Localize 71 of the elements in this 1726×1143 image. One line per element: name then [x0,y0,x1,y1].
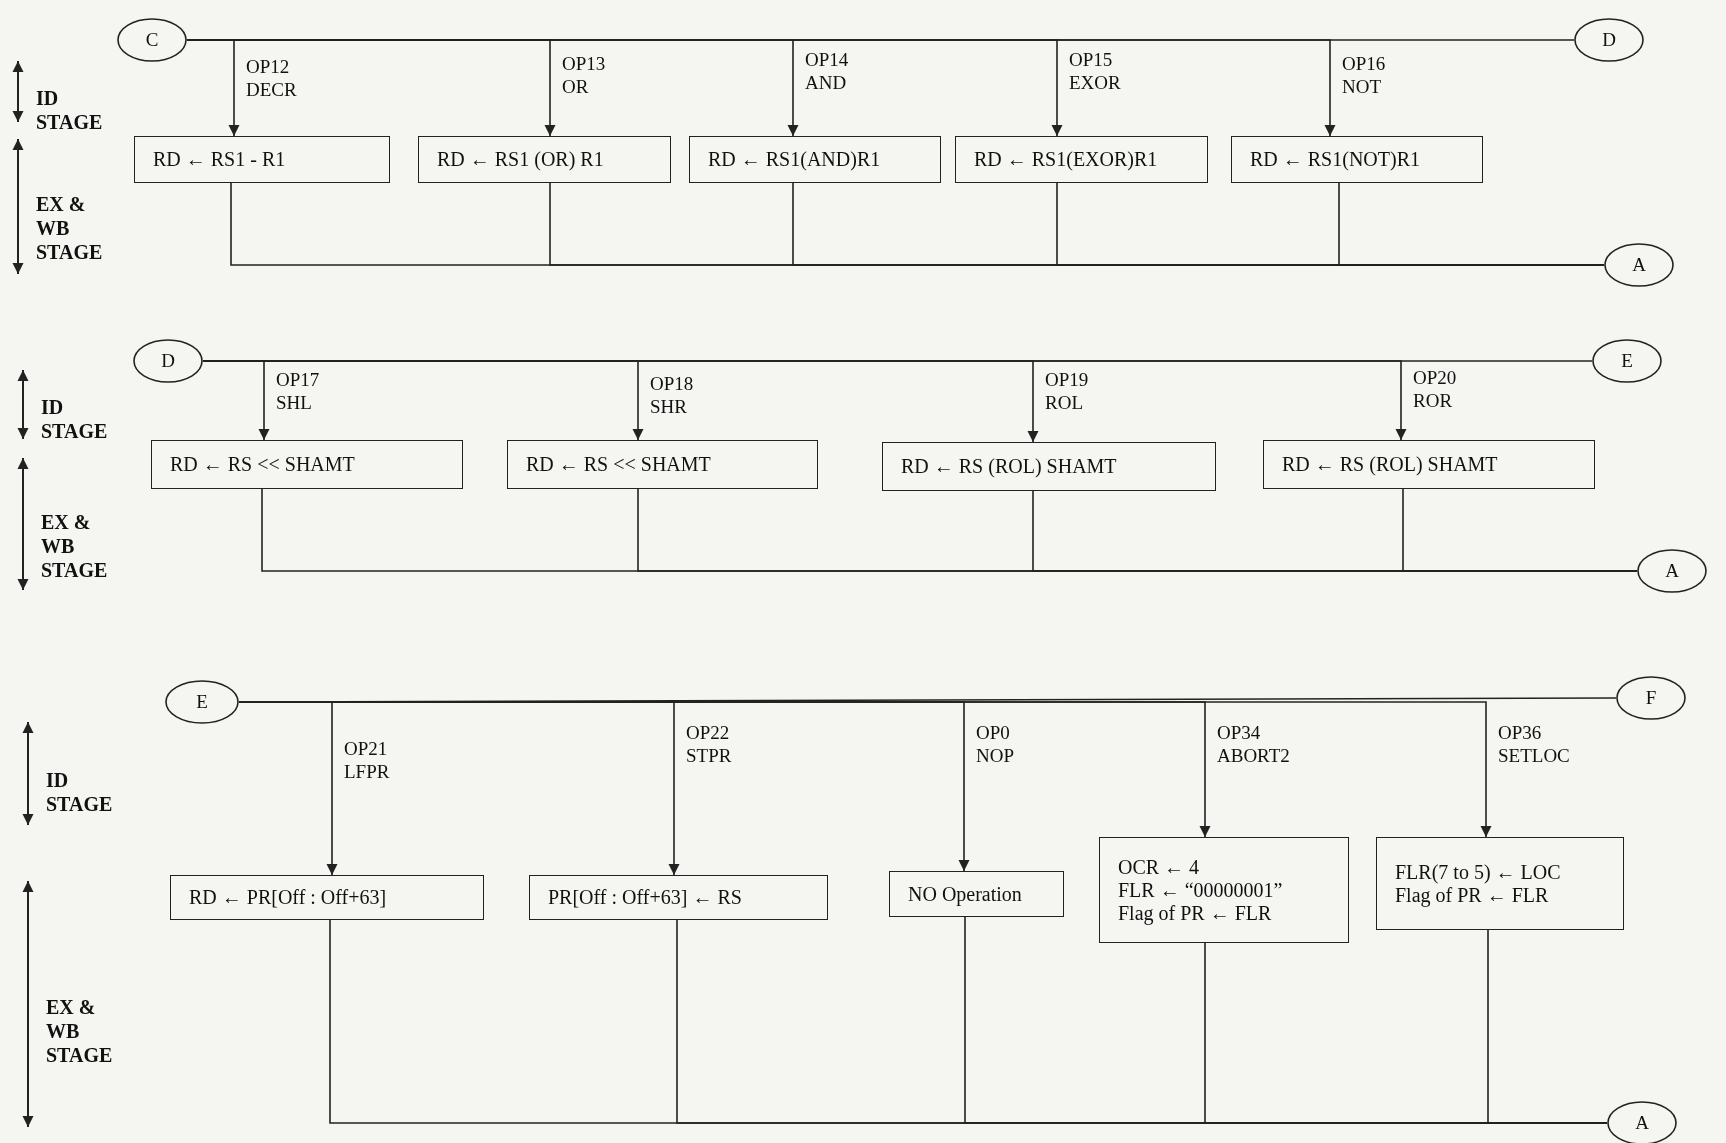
operation-text: FLR ← “00000001” [1118,878,1284,902]
operation-text: RD ← RS (ROL) SHAMT [901,455,1118,478]
process-box [889,871,1064,917]
operation-text: RD ← RS1(EXOR)R1 [974,148,1159,171]
connector-letter: A [1632,254,1646,276]
edge-label: OP0 NOP [976,721,1014,768]
connector-line [1487,929,1608,1124]
connector-circle [133,339,203,383]
operation-text: FLR(7 to 5) ← LOC [1395,860,1562,884]
connector-letter: D [161,350,175,372]
connector-letter: A [1635,1112,1649,1134]
operation-text: NO Operation [908,882,1023,906]
connector-circle [1604,243,1674,287]
operation-text: RD ← RS1 (OR) R1 [437,148,605,171]
operation-text: OCR ← 4 [1118,855,1201,879]
process-box [418,136,671,183]
process-box [1099,837,1349,943]
edge-label: OP36 SETLOC [1498,721,1570,768]
operation-text: RD ← RS1(NOT)R1 [1250,148,1421,171]
operation-text: Flag of PR ← FLR [1395,883,1550,907]
process-box [689,136,941,183]
connector-circle [165,680,239,724]
connector-letter: C [145,29,159,51]
connector-circle [117,18,187,62]
edge-label: OP16 NOT [1342,52,1386,99]
operation-text: RD ← RS << SHAMT [526,453,712,476]
process-box [507,440,818,489]
connector-letter: F [1645,687,1657,709]
connector-letter: A [1665,560,1679,582]
operation-text: PR[Off : Off+63] ← RS [548,886,743,909]
edge-label: OP14 AND [805,48,849,95]
connector-line [1338,182,1605,266]
connector-circle [1592,339,1662,383]
operation-text: RD ← RS (ROL) SHAMT [1282,453,1499,476]
stage-label: ID STAGE [36,86,103,134]
process-box [170,875,484,920]
stage-label: EX & WB STAGE [46,995,113,1067]
process-box [1376,837,1624,930]
connector-line [1402,488,1638,572]
operation-text: RD ← PR[Off : Off+63] [189,886,388,909]
edge-label: OP18 SHR [650,372,694,419]
connector-circle [1637,549,1707,593]
connector-circle [1616,676,1686,720]
connector-letter: E [1621,350,1633,372]
connector-circle [1574,18,1644,62]
connector-letter: E [196,691,208,713]
edge-label: OP17 SHL [276,368,320,415]
operation-text: RD ← RS1 - R1 [153,148,287,171]
edge-label: OP20 ROR [1413,366,1457,413]
process-box [134,136,390,183]
stage-label: ID STAGE [46,768,113,816]
process-box [955,136,1208,183]
edge-label: OP13 OR [562,52,606,99]
edge-label: OP34 ABORT2 [1217,721,1290,768]
edge-label: OP22 STPR [686,721,732,768]
process-box [151,440,463,489]
process-box [1231,136,1483,183]
edge-label: OP15 EXOR [1069,48,1121,95]
edge-label: OP21 LFPR [344,737,390,784]
edge-label: OP19 ROL [1045,368,1089,415]
operation-text: RD ← RS << SHAMT [170,453,356,476]
operation-text: Flag of PR ← FLR [1118,901,1273,925]
edge-label: OP12 DECR [246,55,297,102]
process-box [1263,440,1595,489]
stage-label: ID STAGE [41,395,108,443]
stage-label: EX & WB STAGE [36,192,103,264]
operation-text: RD ← RS1(AND)R1 [708,148,882,171]
stage-label: EX & WB STAGE [41,510,108,582]
process-box [529,875,828,920]
connector-letter: D [1602,29,1616,51]
process-box [882,442,1216,491]
